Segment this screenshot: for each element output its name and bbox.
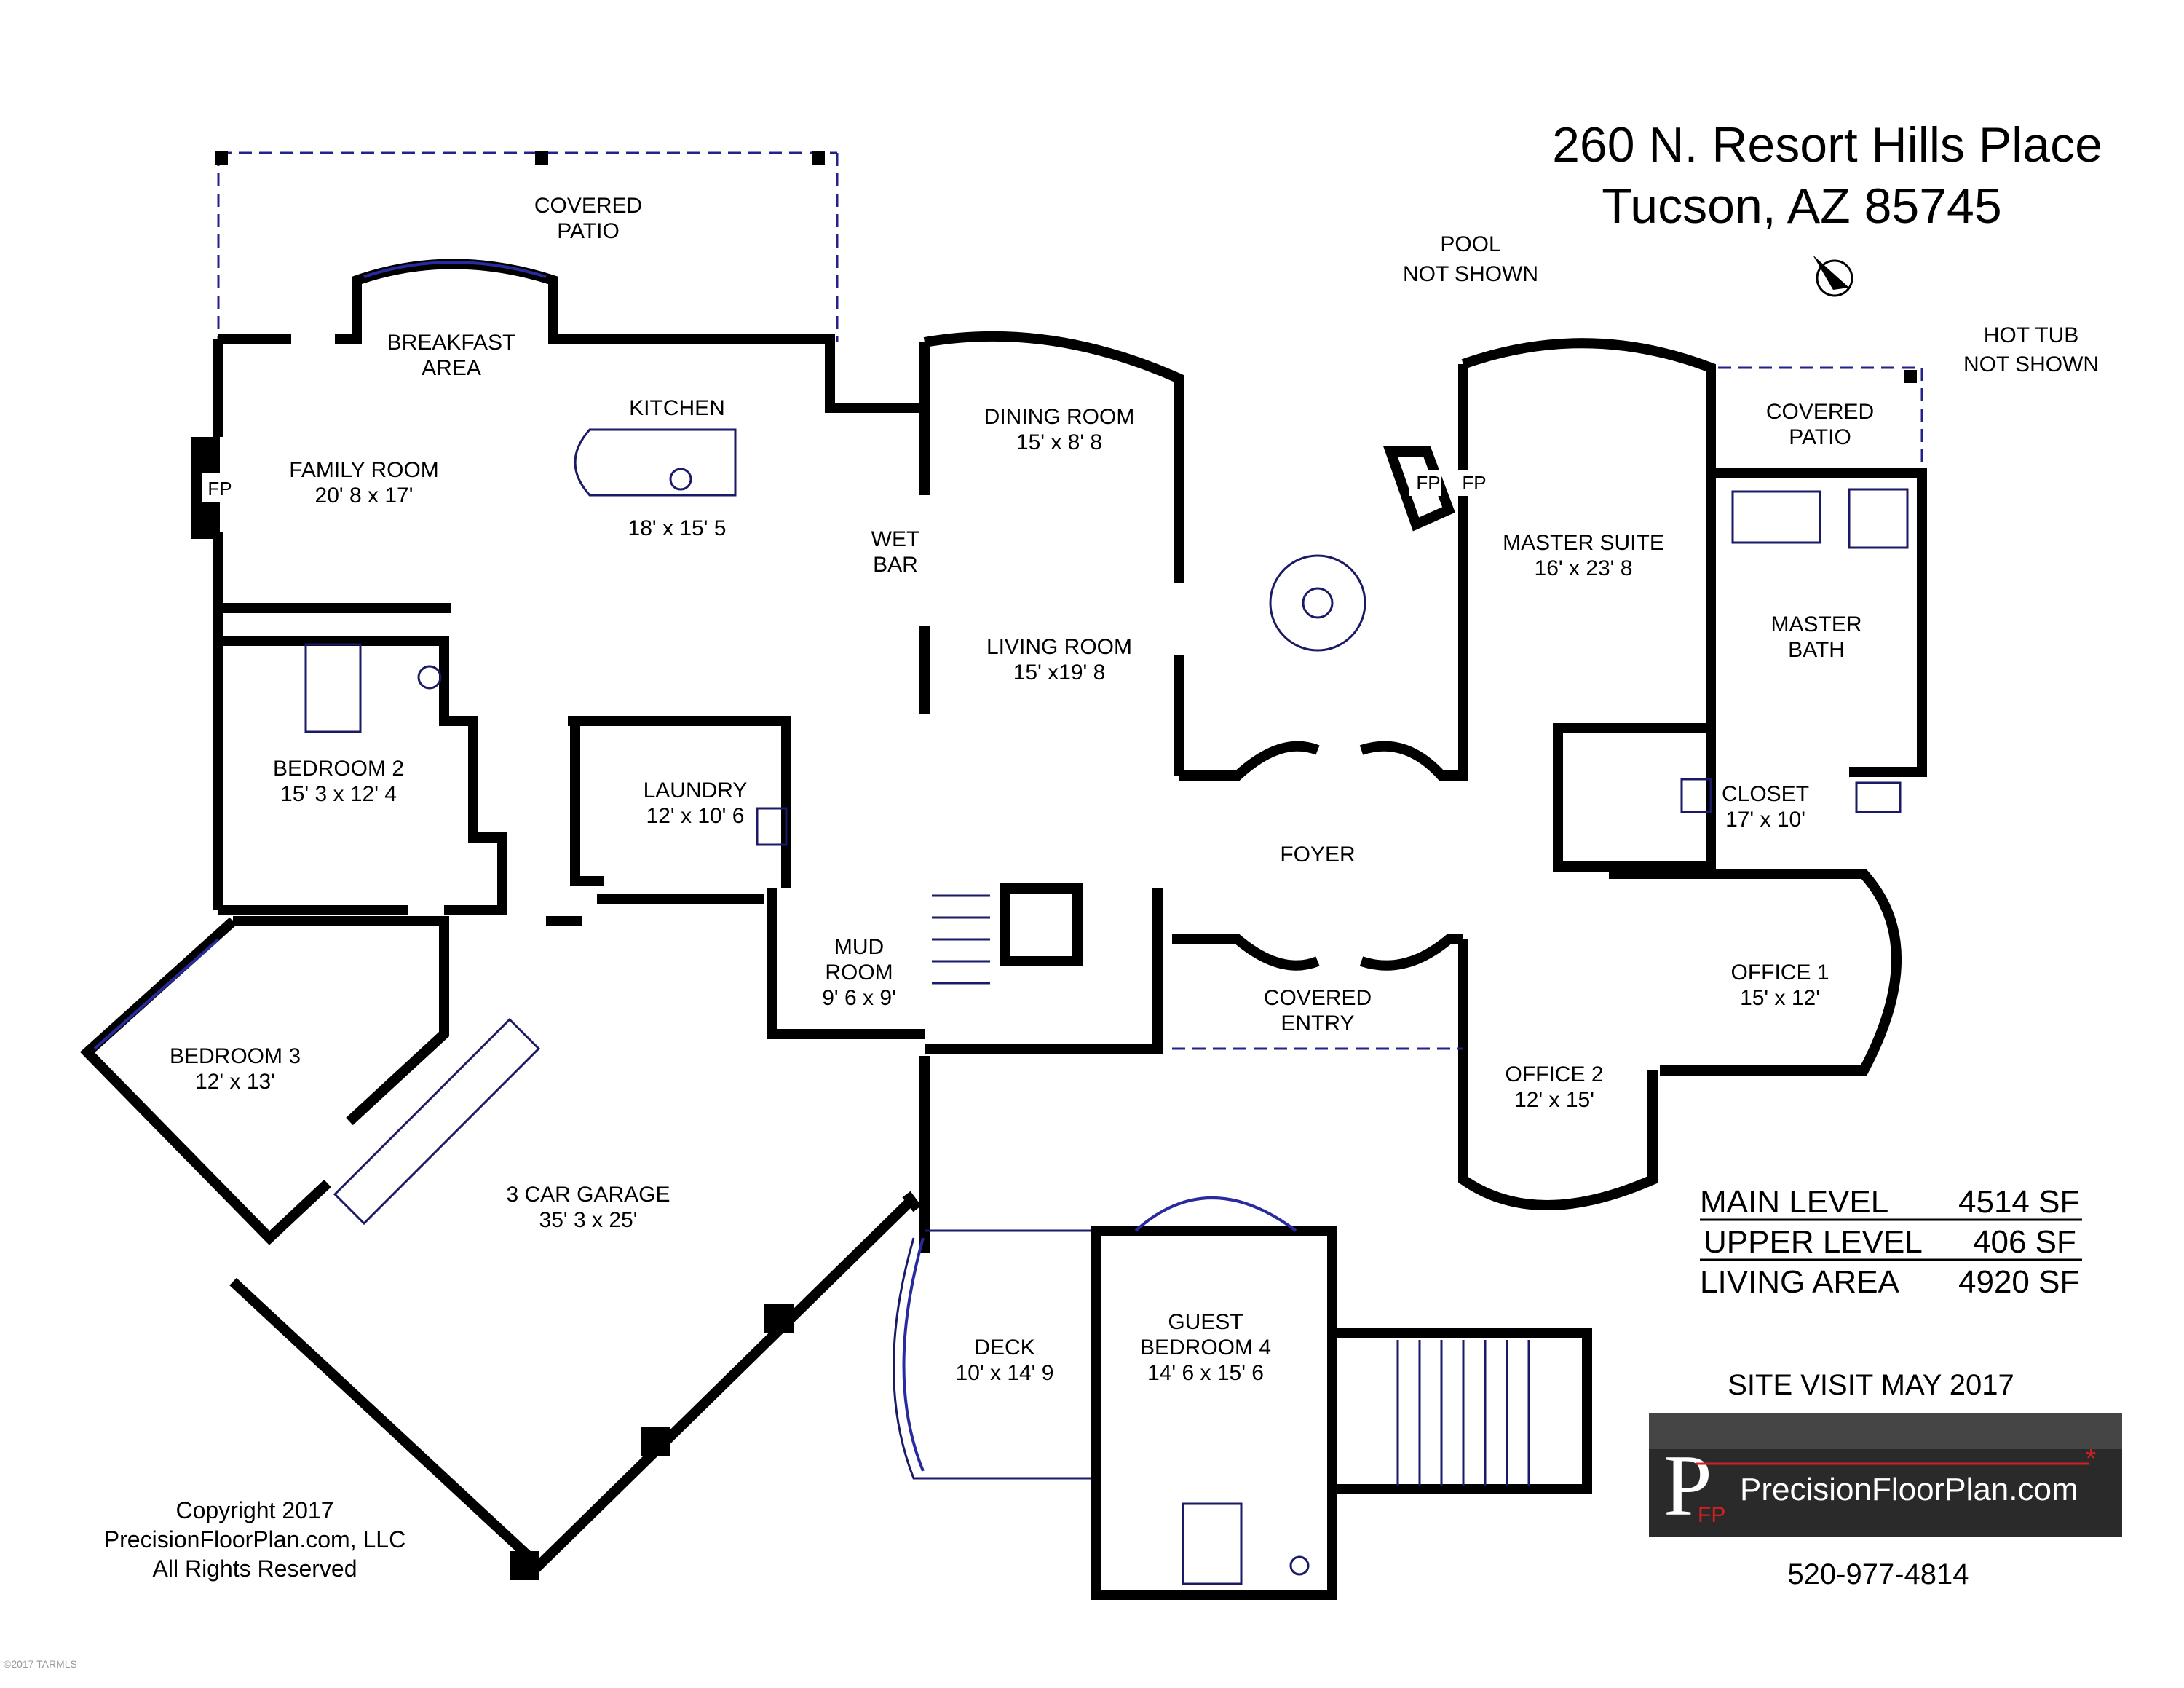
- deck-dims: 10' x 14' 9: [956, 1361, 1054, 1385]
- closet-label: CLOSET: [1722, 782, 1809, 806]
- master-suite-dims: 16' x 23' 8: [1535, 556, 1633, 580]
- office-1-dims: 15' x 12': [1740, 986, 1820, 1010]
- area-table: MAIN LEVEL 4514 SF UPPER LEVEL 406 SF LI…: [1700, 1184, 2082, 1300]
- mud-room-label-1: MUD: [834, 935, 884, 959]
- kitchen-dims: 18' x 15' 5: [628, 516, 727, 540]
- deck-label: DECK: [974, 1336, 1034, 1360]
- logo-mark: *: [2086, 1443, 2096, 1473]
- area-label-main: MAIN LEVEL: [1700, 1184, 1888, 1220]
- phone-number: 520-977-4814: [1787, 1558, 1969, 1590]
- logo-letter: P: [1663, 1437, 1712, 1534]
- covered-entry-label-2: ENTRY: [1281, 1011, 1354, 1036]
- mud-room-dims: 9' 6 x 9': [822, 986, 896, 1010]
- office-1-label: OFFICE 1: [1730, 961, 1829, 985]
- logo-text: PrecisionFloorPlan.com: [1740, 1472, 2078, 1507]
- logo-initials: FP: [1698, 1503, 1725, 1527]
- master-bath-label-1: MASTER: [1770, 612, 1861, 636]
- site-visit-note: SITE VISIT MAY 2017: [1728, 1369, 2014, 1401]
- address-line-1: 260 N. Resort Hills Place: [1552, 117, 2102, 173]
- covered-entry-label-1: COVERED: [1264, 986, 1372, 1010]
- garage-label: 3 CAR GARAGE: [506, 1183, 670, 1207]
- laundry-dims: 12' x 10' 6: [646, 804, 745, 828]
- copyright-line-1: Copyright 2017: [175, 1497, 333, 1523]
- dining-room-dims: 15' x 8' 8: [1016, 430, 1102, 454]
- foyer-label: FOYER: [1280, 843, 1355, 867]
- bedroom-3-dims: 12' x 13': [195, 1070, 275, 1094]
- covered-patio-label-1: COVERED: [534, 194, 642, 218]
- family-room-label: FAMILY ROOM: [289, 458, 439, 482]
- hot-tub-note-1: HOT TUB: [1984, 323, 2079, 347]
- master-fireplace-label-1: FP: [1416, 472, 1440, 494]
- master-bath-label-2: BATH: [1788, 638, 1845, 662]
- pool-note-2: NOT SHOWN: [1403, 262, 1538, 286]
- office-2-dims: 12' x 15': [1514, 1088, 1594, 1112]
- guest-bedroom-label-2: BEDROOM 4: [1140, 1336, 1271, 1360]
- dining-room-label: DINING ROOM: [984, 405, 1135, 429]
- breakfast-label-1: BREAKFAST: [387, 331, 516, 355]
- bedroom-3-label: BEDROOM 3: [170, 1044, 301, 1068]
- copyright-line-2: PrecisionFloorPlan.com, LLC: [104, 1526, 405, 1553]
- area-value-main: 4514 SF: [1958, 1184, 2079, 1220]
- compass-icon: [1813, 255, 1853, 297]
- covered-patio-2-label-2: PATIO: [1789, 425, 1851, 449]
- master-fireplace-label-2: FP: [1462, 472, 1486, 494]
- area-label-upper: UPPER LEVEL: [1704, 1224, 1923, 1260]
- master-suite-label: MASTER SUITE: [1503, 531, 1664, 555]
- copyright-line-3: All Rights Reserved: [153, 1555, 357, 1582]
- mud-room-label-2: ROOM: [825, 961, 893, 985]
- walls: [79, 259, 1927, 1600]
- guest-bedroom-dims: 14' 6 x 15' 6: [1147, 1361, 1264, 1385]
- guest-bedroom-label-1: GUEST: [1168, 1310, 1243, 1334]
- area-value-upper: 406 SF: [1973, 1224, 2076, 1260]
- area-value-living: 4920 SF: [1958, 1264, 2079, 1300]
- area-label-living: LIVING AREA: [1700, 1264, 1900, 1300]
- covered-patio-label-2: PATIO: [557, 219, 620, 243]
- precision-floor-plan-logo: P FP PrecisionFloorPlan.com *: [1649, 1413, 2122, 1537]
- hot-tub-note-2: NOT SHOWN: [1963, 352, 2099, 376]
- office-2-label: OFFICE 2: [1505, 1062, 1603, 1086]
- covered-patio-outline: [215, 151, 839, 342]
- garage-dims: 35' 3 x 25': [539, 1208, 638, 1232]
- covered-patio-2-label-1: COVERED: [1766, 400, 1874, 424]
- living-room-dims: 15' x19' 8: [1013, 660, 1106, 685]
- laundry-label: LAUNDRY: [644, 778, 748, 802]
- room-labels: COVERED PATIO BREAKFAST AREA KITCHEN 18'…: [170, 194, 1874, 1385]
- fireplace-label: FP: [207, 478, 232, 500]
- wet-bar-label-2: BAR: [873, 553, 918, 577]
- wet-bar-label-1: WET: [871, 527, 920, 551]
- watermark: ©2017 TARMLS: [4, 1658, 77, 1670]
- living-room-label: LIVING ROOM: [986, 635, 1132, 659]
- breakfast-label-2: AREA: [422, 356, 481, 380]
- closet-dims: 17' x 10': [1725, 808, 1805, 832]
- pool-note-1: POOL: [1440, 232, 1500, 256]
- family-room-dims: 20' 8 x 17': [315, 484, 414, 508]
- bedroom-2-label: BEDROOM 2: [273, 757, 404, 781]
- bedroom-2-dims: 15' 3 x 12' 4: [280, 782, 397, 806]
- address-line-2: Tucson, AZ 85745: [1602, 178, 2001, 234]
- kitchen-label: KITCHEN: [629, 396, 725, 420]
